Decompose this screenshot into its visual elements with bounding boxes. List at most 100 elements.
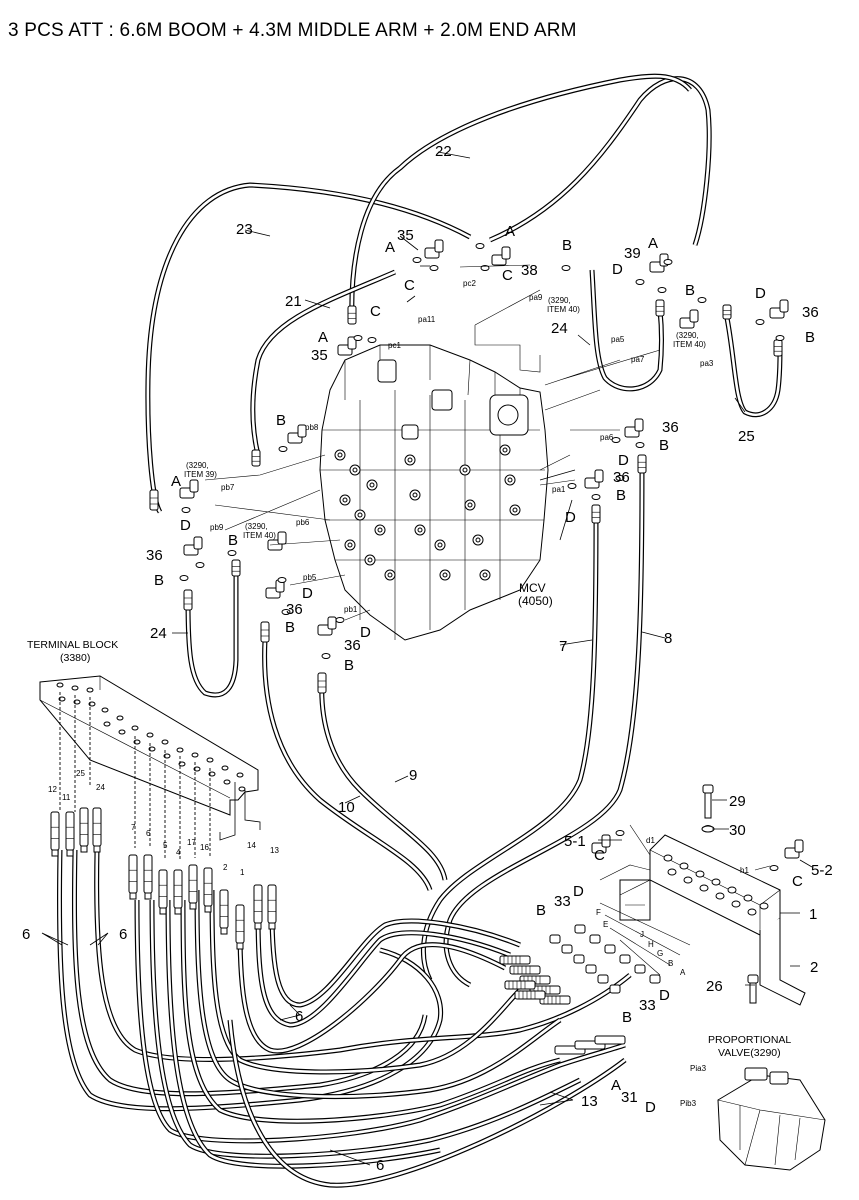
elbow-fitting (267, 531, 287, 551)
port-letter-b: B (154, 572, 164, 589)
terminal-hole (101, 707, 109, 713)
terminal-hole (131, 725, 139, 731)
terminal-hole (223, 779, 231, 785)
port-letter-a: A (171, 473, 181, 490)
mcv-port-bore (462, 467, 468, 473)
port-letter-a: A (648, 235, 658, 252)
hose-ferrule (129, 892, 137, 900)
callout-10: 10 (338, 799, 355, 816)
port-letter-b: B (805, 329, 815, 346)
o-ring (567, 483, 577, 489)
hose-end-fitting (231, 559, 241, 577)
hose-end-fitting (143, 854, 153, 894)
hose-ferrule (174, 907, 182, 915)
port-letter-b: B (276, 412, 286, 429)
elbow-fitting (179, 479, 199, 499)
hose-9 (319, 679, 448, 881)
hose-end-fitting (219, 889, 229, 929)
port-label: pa1 (552, 485, 566, 494)
adapter-fitting (609, 984, 621, 994)
terminal-tag: 24 (96, 783, 105, 792)
adapter-fitting (585, 964, 597, 974)
port-letter-d: D (565, 509, 576, 526)
terminal-tag: 2 (223, 863, 228, 872)
callout-1: 1 (809, 906, 817, 923)
hose-ferrule (268, 922, 276, 930)
callout-24: 24 (551, 320, 568, 337)
mcv-port-bore (512, 507, 518, 513)
callout-6: 6 (119, 926, 127, 943)
o-ring (429, 265, 439, 271)
hose-ferrule (159, 907, 167, 915)
terminal-hole (236, 772, 244, 778)
terminal-hole (73, 699, 81, 705)
hose-end-fitting (722, 304, 732, 320)
mcv-port-bore (337, 452, 343, 458)
manifold-port (731, 900, 741, 908)
port-label: pb7 (221, 483, 235, 492)
o-ring (195, 562, 205, 568)
o-ring (657, 287, 667, 293)
terminal-tag: 16 (200, 843, 209, 852)
terminal-hole (193, 766, 201, 772)
port-letter-c: C (502, 267, 513, 284)
hose-crimp (509, 965, 541, 975)
hose-ferrule (51, 849, 59, 857)
elbow-fitting (317, 616, 337, 636)
valve-letter: A (680, 968, 686, 977)
bolt-shank (749, 982, 757, 1004)
elbow-fitting (584, 469, 604, 489)
terminal-hole (116, 715, 124, 721)
port-letter-b: B (622, 1009, 632, 1026)
hose-bundle-6 (56, 849, 632, 1188)
terminal-hole (86, 687, 94, 693)
elbow-fitting (769, 299, 789, 319)
hose-ferrule (80, 845, 88, 853)
port-letter-b: B (344, 657, 354, 674)
o-ring (277, 577, 287, 583)
item40-ref: (3290, (548, 296, 571, 305)
hose-23 (145, 182, 472, 514)
terminal-hole (146, 732, 154, 738)
bolt-head (747, 974, 759, 984)
callout-2: 2 (810, 959, 818, 976)
o-ring (278, 446, 288, 452)
hose-10 (262, 639, 433, 891)
manifold-port (699, 884, 709, 892)
terminal-hole (206, 757, 214, 763)
elbow-fitting (491, 246, 511, 266)
port-label: pa11 (418, 315, 436, 324)
manifold-port (667, 868, 677, 876)
callout-23: 23 (236, 221, 253, 238)
port-label: pa9 (529, 293, 543, 302)
hose-25 (724, 317, 783, 418)
adapter-fitting (604, 944, 616, 954)
hose-crimp (499, 955, 531, 965)
port-letter-a: A (318, 329, 328, 346)
o-ring (480, 265, 490, 271)
port-letter-d: D (360, 624, 371, 641)
callout-9: 9 (409, 767, 417, 784)
valve-letter: J (640, 930, 644, 939)
terminal-tag: 5 (163, 841, 168, 850)
item40-ref: (3290, (676, 331, 699, 340)
port-letter-a: A (385, 239, 395, 256)
terminal-tag: 7 (131, 823, 136, 832)
terminal-hole (178, 761, 186, 767)
item40-ref2: ITEM 40) (243, 531, 276, 540)
hose-end-fitting (92, 807, 102, 847)
proportional-valve-label: PROPORTIONAL (708, 1034, 791, 1046)
callout-36: 36 (613, 469, 630, 486)
o-ring (561, 265, 571, 271)
port-letter-a: A (505, 223, 515, 240)
port-letter-d: D (618, 452, 629, 469)
callout-8: 8 (664, 630, 672, 647)
terminal-hole (221, 765, 229, 771)
elbow-fitting (424, 239, 444, 259)
callout-31: 31 (621, 1089, 638, 1106)
valve-letter: F (596, 908, 601, 917)
port-label: d1 (646, 836, 655, 845)
hose-21 (250, 269, 396, 456)
port-label: pc2 (463, 279, 476, 288)
hose-end-fitting (637, 454, 647, 474)
